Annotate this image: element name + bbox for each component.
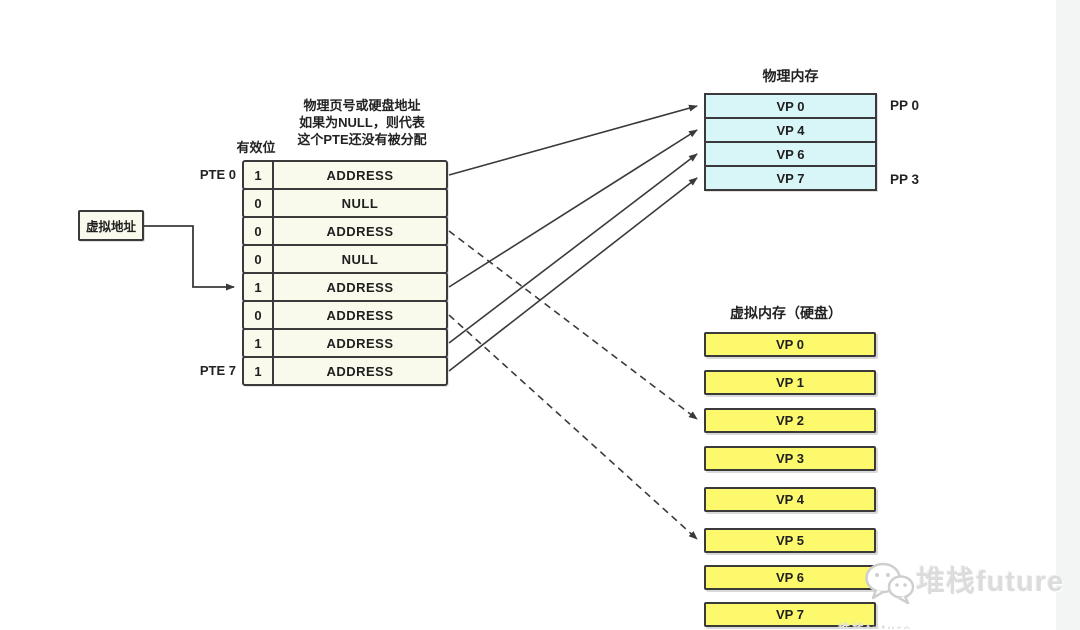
valid-bit-cell: 0 <box>244 246 274 272</box>
address-cell: ADDRESS <box>326 279 394 295</box>
page-table: 1 ADDRESS 0 NULL 0 ADDRESS 0 NULL 1 ADDR… <box>242 160 448 386</box>
pte7-label: PTE 7 <box>199 363 236 378</box>
physical-page-row: VP 0 <box>776 98 805 114</box>
pp3-label: PP 3 <box>890 172 920 187</box>
arrow-pte7-vp7 <box>448 177 698 372</box>
wechat-logo-icon <box>865 562 915 605</box>
virtual-address-box: 虚拟地址 <box>78 210 144 241</box>
address-cell: ADDRESS <box>326 167 394 183</box>
disk-page-row: VP 7 <box>704 602 876 627</box>
table-row: 1 ADDRESS <box>242 272 448 302</box>
annotation-line-2: 如果为NULL，则代表 <box>299 115 425 130</box>
address-cell: ADDRESS <box>326 307 394 323</box>
pte0-label: PTE 0 <box>199 167 236 182</box>
table-row: 1 ADDRESS <box>242 160 448 190</box>
table-row: 1 ADDRESS <box>242 328 448 358</box>
table-row: 0 NULL <box>242 188 448 218</box>
annotation-line-1: 物理页号或硬盘地址 <box>303 98 421 113</box>
valid-bit-cell: 0 <box>244 218 274 244</box>
address-cell: ADDRESS <box>326 223 394 239</box>
watermark: 堆栈future <box>862 558 1064 606</box>
disk-page-row: VP 5 <box>704 528 876 553</box>
physical-memory-title: 物理内存 <box>762 68 819 84</box>
table-row: 0 NULL <box>242 244 448 274</box>
table-row: 0 ADDRESS <box>242 216 448 246</box>
valid-bit-cell: 0 <box>244 190 274 216</box>
address-cell: NULL <box>341 195 379 211</box>
virtual-memory-title: 虚拟内存（硬盘） <box>730 305 842 321</box>
table-row: 0 ADDRESS <box>242 300 448 330</box>
disk-page-row: VP 6 <box>704 565 876 590</box>
virtual-address-arrow <box>144 225 235 291</box>
annotation-line-3: 这个PTE还没有被分配 <box>297 132 427 147</box>
pte-annotation: 物理页号或硬盘地址 如果为NULL，则代表 这个PTE还没有被分配 <box>262 97 462 148</box>
disk-page-row: VP 1 <box>704 370 876 395</box>
address-cell: ADDRESS <box>326 363 394 379</box>
virtual-address-label: 虚拟地址 <box>85 220 136 234</box>
table-row: 1 ADDRESS <box>242 356 448 386</box>
address-cell: ADDRESS <box>326 335 394 351</box>
arrow-pte6-vp6 <box>448 153 698 344</box>
arrow-pte0-vp0 <box>448 104 698 176</box>
disk-page-row: VP 2 <box>704 408 876 433</box>
disk-page-row: VP 4 <box>704 487 876 512</box>
valid-bit-cell: 1 <box>244 330 274 356</box>
watermark-text: 堆栈future <box>916 566 1065 598</box>
valid-bit-header: 有效位 <box>236 140 276 155</box>
physical-page-row: VP 7 <box>706 165 875 189</box>
pp0-label: PP 0 <box>890 98 920 113</box>
physical-page-row: VP 4 <box>706 117 875 141</box>
address-cell: NULL <box>341 251 379 267</box>
physical-page-row: VP 6 <box>706 141 875 165</box>
arrow-pte4-vp4 <box>448 129 698 288</box>
disk-page-row: VP 0 <box>704 332 876 357</box>
valid-bit-cell: 0 <box>244 302 274 328</box>
right-gray-band <box>1056 0 1080 630</box>
valid-bit-cell: 1 <box>244 358 274 384</box>
footer-watermark-remnant: 堆栈future <box>838 622 912 629</box>
arrow-pte5-vp5-dashed <box>448 314 698 540</box>
physical-memory-table: VP 0 VP 4 VP 6 VP 7 <box>704 93 877 191</box>
valid-bit-cell: 1 <box>244 162 274 188</box>
arrow-pte2-vp2-dashed <box>448 230 698 420</box>
disk-page-row: VP 3 <box>704 446 876 471</box>
valid-bit-cell: 1 <box>244 274 274 300</box>
